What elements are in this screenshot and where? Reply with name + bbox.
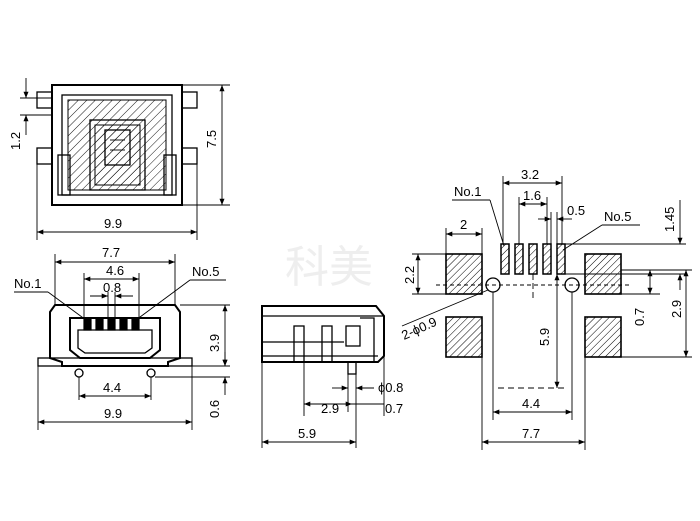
dim-height-total: 7.5 bbox=[204, 130, 219, 148]
footprint-pin1-label: No.1 bbox=[454, 184, 481, 199]
watermark: 科美 bbox=[285, 242, 373, 293]
dim-fp-depth: 5.9 bbox=[537, 328, 552, 346]
dim-fp-anchor-gap: 2.9 bbox=[669, 300, 684, 318]
dim-fp-pad-len: 1.45 bbox=[662, 207, 677, 232]
front-pin1-label: No.1 bbox=[14, 276, 41, 291]
footprint-pin5-label: No.5 bbox=[604, 209, 631, 224]
dim-fp-pin-span: 1.6 bbox=[523, 188, 541, 203]
dim-fp-pad-span: 3.2 bbox=[521, 167, 539, 182]
dim-fp-hole-to-pad: 0.7 bbox=[632, 308, 647, 326]
dim-fp-inner-span: 4.4 bbox=[522, 396, 540, 411]
front-pin5-label: No.5 bbox=[192, 264, 219, 279]
dim-front-peg-height: 0.6 bbox=[207, 400, 222, 418]
front-view: No.1 No.5 7.7 4.6 0.8 4.4 9.9 3.9 bbox=[14, 245, 230, 430]
side-view: ϕ0.8 2.9 0.7 5.9 bbox=[261, 305, 403, 448]
dim-side-length: 5.9 bbox=[298, 426, 316, 441]
dim-side-peg-dia: ϕ0.8 bbox=[378, 380, 403, 395]
dim-fp-outer-span: 7.7 bbox=[522, 426, 540, 441]
dim-fp-anchor-w: 2 bbox=[460, 217, 467, 232]
dim-fp-hole-dia: 2-ϕ0.9 bbox=[399, 314, 439, 343]
dim-fp-pad-pitch: 0.5 bbox=[567, 203, 585, 218]
dim-front-pin-pitch: 0.8 bbox=[103, 280, 121, 295]
dim-front-outer-top: 7.7 bbox=[102, 245, 120, 260]
dim-front-height: 3.9 bbox=[207, 334, 222, 352]
dim-fp-anchor-h: 2.2 bbox=[402, 266, 417, 284]
dim-front-pin-span: 4.6 bbox=[106, 263, 124, 278]
dim-front-peg-span: 4.4 bbox=[103, 380, 121, 395]
dim-side-peg-pos: 2.9 bbox=[321, 401, 339, 416]
dim-tab-offset: 1.2 bbox=[8, 132, 23, 150]
dim-width: 9.9 bbox=[104, 216, 122, 231]
dim-front-width: 9.9 bbox=[104, 406, 122, 421]
dim-side-peg-edge: 0.7 bbox=[385, 401, 403, 416]
top-view: 7.5 1.2 9.9 bbox=[8, 78, 230, 240]
footprint: No.1 No.5 3.2 1.6 0.5 1.45 2 2.2 bbox=[399, 167, 692, 450]
